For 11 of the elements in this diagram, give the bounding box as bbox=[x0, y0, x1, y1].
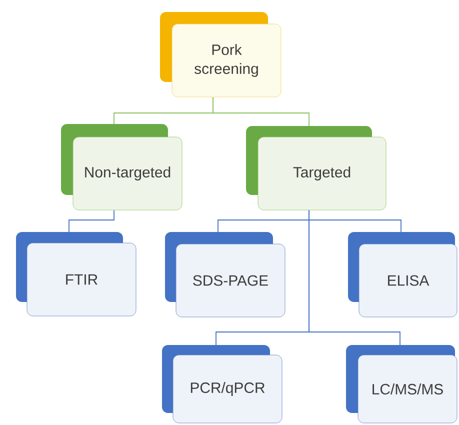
connector-line bbox=[308, 210, 400, 346]
process-box: Non-targeted bbox=[61, 124, 182, 210]
connector-line bbox=[68, 210, 114, 232]
process-box: ELISA bbox=[348, 232, 458, 318]
process-box: LC/MS/MS bbox=[346, 345, 458, 424]
process-box: Pork screening bbox=[160, 12, 282, 98]
process-box: SDS-PAGE bbox=[165, 232, 286, 318]
process-box: FTIR bbox=[16, 232, 136, 316]
process-box: Targeted bbox=[246, 126, 386, 210]
connector-line bbox=[212, 96, 310, 126]
process-box: PCR/qPCR bbox=[162, 345, 282, 424]
